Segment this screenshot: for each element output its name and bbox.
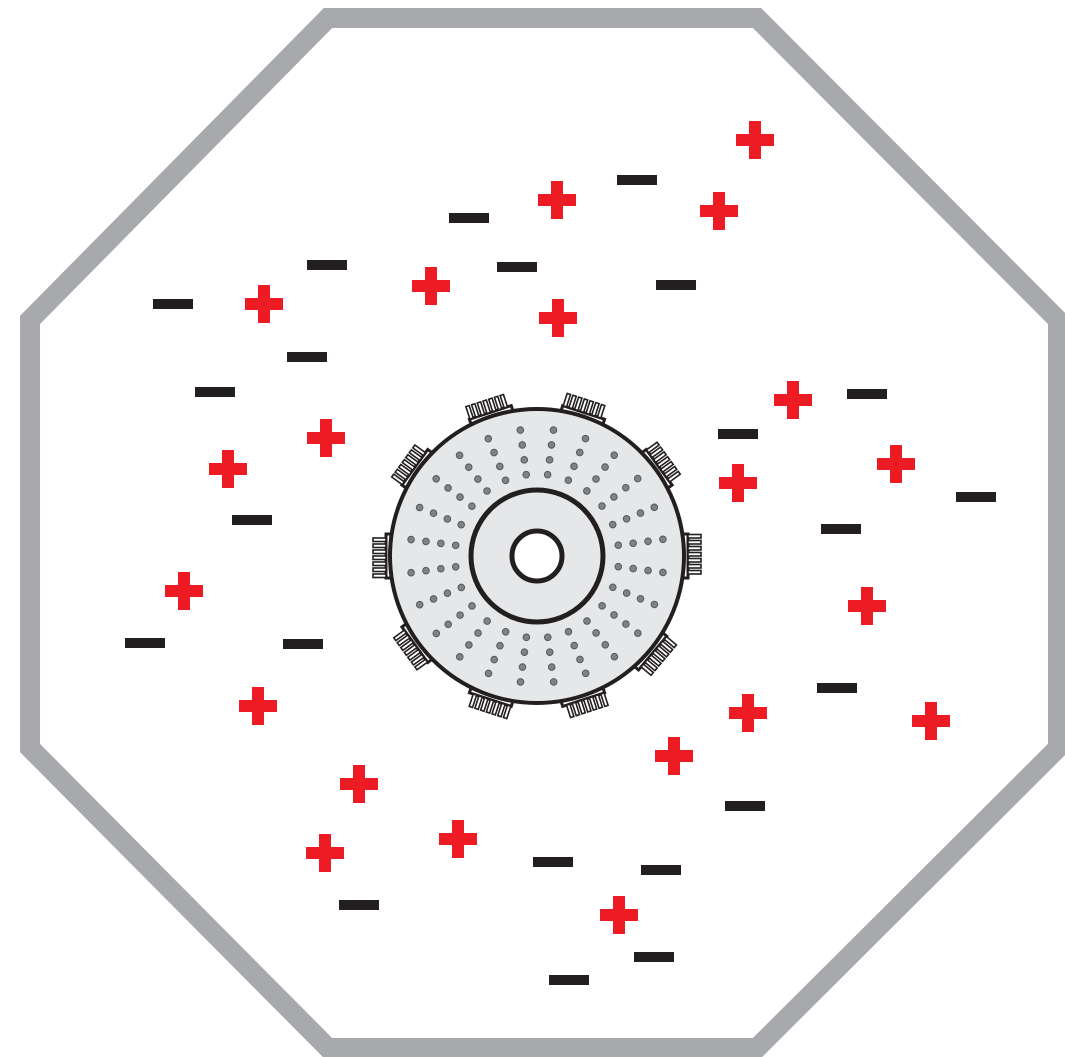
- negative-charge-icon: [287, 352, 327, 362]
- positive-charge-icon: [774, 381, 812, 419]
- positive-charge-icon: [700, 192, 738, 230]
- negative-charge-icon: [449, 213, 489, 223]
- negative-charge-icon: [283, 639, 323, 649]
- positive-charge-icon: [439, 820, 477, 858]
- core-center-hole: [512, 531, 562, 581]
- negative-charge-icon: [956, 492, 996, 502]
- positive-charge-icon: [239, 687, 277, 725]
- negative-charge-icon: [718, 429, 758, 439]
- negative-charge-icon: [847, 389, 887, 399]
- positive-charge-icon: [729, 694, 767, 732]
- positive-charge-icon: [600, 896, 638, 934]
- negative-charge-icon: [725, 801, 765, 811]
- rim-comb-icon: [684, 534, 701, 578]
- positive-charge-icon: [340, 765, 378, 803]
- positive-charge-icon: [245, 285, 283, 323]
- positive-charge-icon: [736, 121, 774, 159]
- negative-charge-icon: [195, 387, 235, 397]
- negative-charge-icon: [821, 524, 861, 534]
- negative-charge-icon: [641, 865, 681, 875]
- negative-charge-icon: [617, 175, 657, 185]
- negative-charge-icon: [817, 683, 857, 693]
- positive-charge-icon: [719, 464, 757, 502]
- central-core: [373, 393, 701, 719]
- positive-charge-icon: [912, 702, 950, 740]
- positive-charge-icon: [306, 834, 344, 872]
- positive-charge-icon: [655, 737, 693, 775]
- negative-charge-icon: [153, 299, 193, 309]
- negative-charge-icon: [497, 262, 537, 272]
- positive-charge-icon: [165, 572, 203, 610]
- negative-charge-icon: [339, 900, 379, 910]
- negative-charge-icon: [307, 260, 347, 270]
- negative-charge-icon: [634, 952, 674, 962]
- rim-comb-icon: [373, 534, 390, 578]
- negative-charge-icon: [533, 857, 573, 867]
- negative-charge-icon: [549, 975, 589, 985]
- positive-charge-icon: [877, 445, 915, 483]
- negative-charge-icon: [232, 515, 272, 525]
- positive-charge-icon: [538, 181, 576, 219]
- positive-charge-icon: [848, 587, 886, 625]
- negative-charge-icon: [125, 638, 165, 648]
- positive-charge-icon: [209, 450, 247, 488]
- positive-charge-icon: [412, 267, 450, 305]
- positive-charge-icon: [307, 419, 345, 457]
- negative-charge-icon: [656, 280, 696, 290]
- positive-charge-icon: [539, 299, 577, 337]
